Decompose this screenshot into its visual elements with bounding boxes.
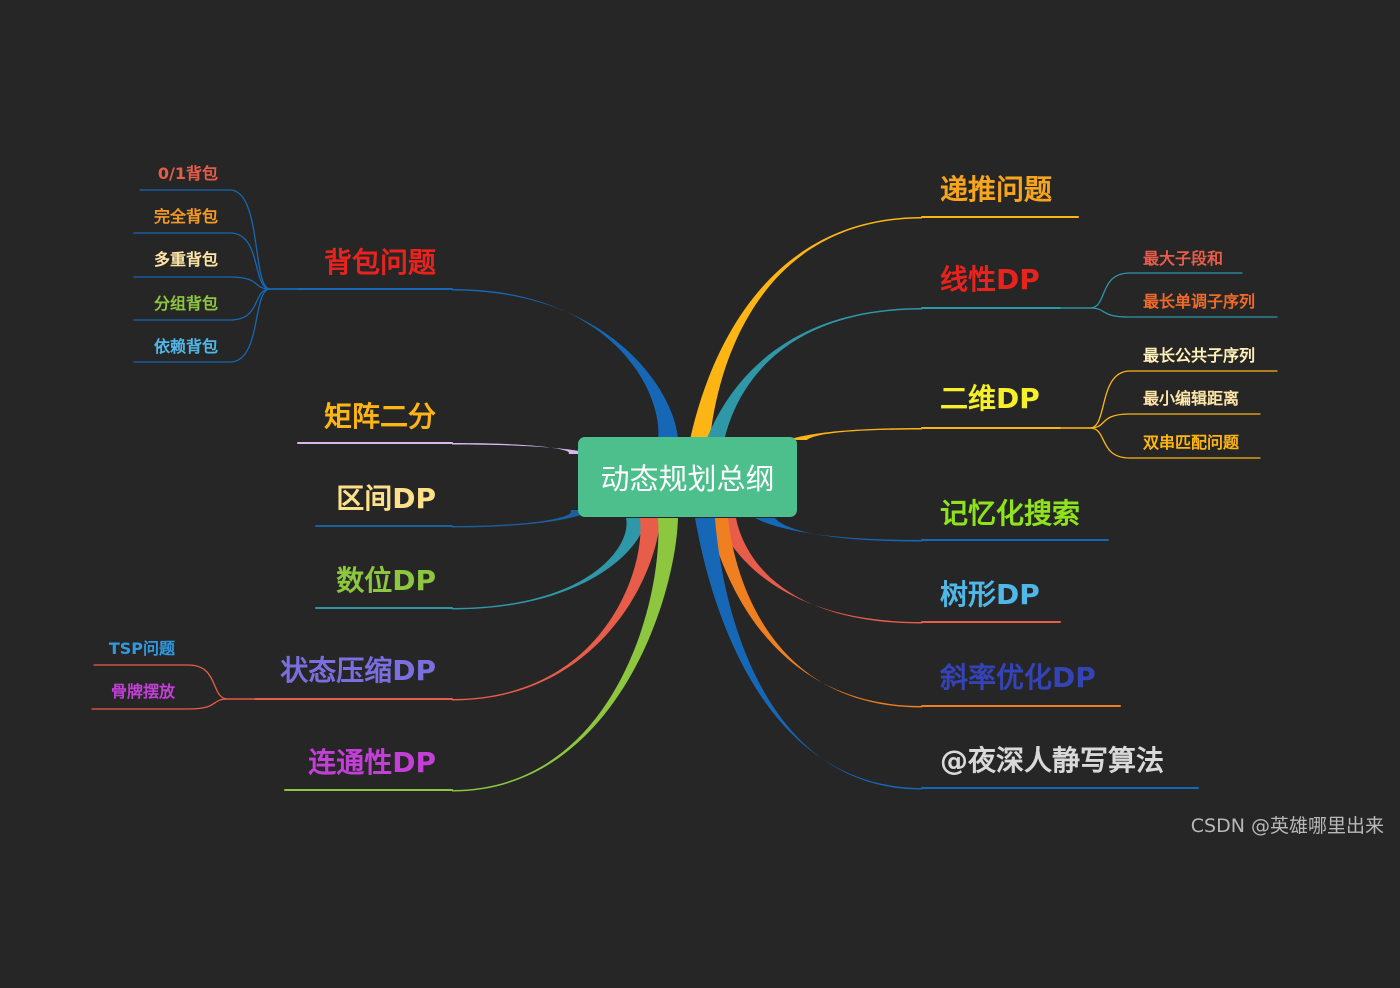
branch-connector-right-2 xyxy=(787,428,922,440)
branch-label-left-3[interactable]: 数位DP xyxy=(336,564,436,597)
branch-connector-left-3 xyxy=(452,518,646,610)
branch-connector-right-4 xyxy=(716,518,922,624)
branch-label-right-0[interactable]: 递推问题 xyxy=(940,173,1053,206)
subbranch-connector-left-4-1 xyxy=(91,698,256,710)
branch-label-left-0[interactable]: 背包问题 xyxy=(323,246,436,279)
branch-label-right-6[interactable]: @夜深人静写算法 xyxy=(940,744,1165,777)
branch-label-left-1[interactable]: 矩阵二分 xyxy=(323,400,436,433)
subbranch-connector-right-2-2 xyxy=(1059,427,1261,459)
branch-label-right-1[interactable]: 线性DP xyxy=(940,263,1040,296)
subbranch-label-right-2-1[interactable]: 最小编辑距离 xyxy=(1143,389,1240,408)
subbranch-connector-right-2-1 xyxy=(1059,413,1261,429)
subbranch-label-right-1-0[interactable]: 最大子段和 xyxy=(1143,249,1224,268)
subbranch-label-left-4-0[interactable]: TSP问题 xyxy=(108,639,175,658)
branch-connector-right-3 xyxy=(755,518,922,542)
branch-label-left-4[interactable]: 状态压缩DP xyxy=(280,654,436,687)
watermark: CSDN @英雄哪里出来 xyxy=(1190,815,1384,837)
subbranch-label-right-2-2[interactable]: 双串匹配问题 xyxy=(1143,433,1240,452)
subbranch-label-left-0-2[interactable]: 多重背包 xyxy=(153,250,218,269)
branch-label-left-5[interactable]: 连通性DP xyxy=(308,746,436,779)
branch-connector-left-2 xyxy=(452,510,590,528)
branch-connector-left-4 xyxy=(452,518,660,701)
branch-label-right-4[interactable]: 树形DP xyxy=(940,578,1040,611)
root-node[interactable]: 动态规划总纲 xyxy=(578,437,797,517)
subbranch-label-right-1-1[interactable]: 最长单调子序列 xyxy=(1143,292,1256,311)
branch-connector-left-0 xyxy=(452,289,678,440)
branch-label-right-3[interactable]: 记忆化搜索 xyxy=(940,497,1081,530)
subbranch-label-left-4-1[interactable]: 骨牌摆放 xyxy=(110,682,175,701)
branch-label-left-2[interactable]: 区间DP xyxy=(336,482,436,515)
subbranch-label-right-2-0[interactable]: 最长公共子序列 xyxy=(1143,346,1256,365)
subbranch-label-left-0-4[interactable]: 依赖背包 xyxy=(153,337,218,356)
subbranch-label-left-0-1[interactable]: 完全背包 xyxy=(153,207,218,226)
branch-label-right-5[interactable]: 斜率优化DP xyxy=(940,661,1096,694)
subbranch-connector-left-0-2 xyxy=(133,276,299,290)
branch-label-right-2[interactable]: 二维DP xyxy=(940,382,1040,415)
subbranch-label-left-0-0[interactable]: 0/1背包 xyxy=(157,164,218,183)
branch-connector-right-0 xyxy=(690,217,922,440)
branch-connector-left-5 xyxy=(452,518,678,792)
branch-connector-right-5 xyxy=(708,518,922,708)
subbranch-connector-right-1-1 xyxy=(1059,307,1278,318)
subbranch-connector-left-0-4 xyxy=(133,288,299,363)
subbranch-label-left-0-3[interactable]: 分组背包 xyxy=(153,294,218,313)
branch-connector-left-1 xyxy=(452,443,588,454)
branch-connector-right-6 xyxy=(695,518,922,790)
subbranch-connector-left-0-0 xyxy=(139,189,299,290)
